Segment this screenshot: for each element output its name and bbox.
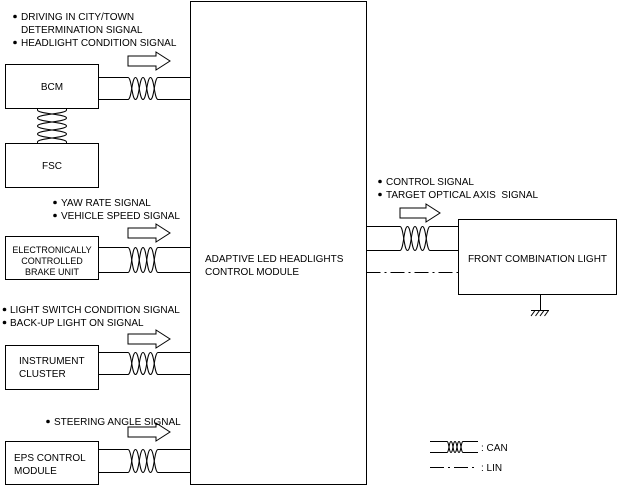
module-label: FSC	[42, 161, 62, 172]
legend-can-label: : CAN	[481, 443, 508, 454]
module-box	[5, 143, 99, 188]
legend-can-symbol	[430, 440, 478, 454]
module-label: ADAPTIVE LED HEADLIGHTS	[205, 254, 344, 265]
can-wire	[98, 246, 191, 274]
can-wire	[366, 225, 459, 252]
brake-unit-module: ELECTRONICALLY CONTROLLED BRAKE UNIT	[5, 236, 99, 280]
ground-hatch	[544, 310, 549, 317]
signal-label: DRIVING IN CITY/TOWN	[21, 12, 134, 23]
can-wire	[36, 108, 68, 144]
signal-list-instrument-cluster: LIGHT SWITCH CONDITION SIGNAL BACK-UP LI…	[2, 305, 180, 329]
module-label: BCM	[41, 82, 63, 93]
module-box	[5, 64, 99, 109]
signal-label: YAW RATE SIGNAL	[61, 198, 151, 209]
bullet-icon	[53, 200, 57, 205]
can-wire	[98, 76, 191, 101]
module-label: FRONT COMBINATION LIGHT	[468, 254, 607, 265]
can-wire	[430, 440, 478, 454]
can-wire	[98, 351, 191, 376]
can-wire	[36, 108, 68, 144]
signal-label: CONTROL SIGNAL	[386, 177, 474, 188]
can-wire	[98, 448, 191, 474]
module-label: CONTROL MODULE	[205, 267, 299, 278]
signal-direction-arrow	[127, 223, 171, 243]
signal-label: BACK-UP LIGHT ON SIGNAL	[10, 318, 144, 329]
signal-label: HEADLIGHT CONDITION SIGNAL	[21, 38, 177, 49]
module-label: MODULE	[14, 466, 57, 477]
ground-hatch	[539, 310, 545, 317]
module-box	[5, 441, 99, 485]
bullet-icon	[13, 14, 17, 19]
signal-list-bcm: DRIVING IN CITY/TOWN DETERMINATION SIGNA…	[13, 12, 177, 49]
signal-list-front-light: CONTROL SIGNAL TARGET OPTICAL AXIS SIGNA…	[378, 177, 539, 201]
signal-list-eps: STEERING ANGLE SIGNAL	[46, 417, 181, 428]
signal-label: DETERMINATION SIGNAL	[21, 25, 143, 36]
signal-direction-arrow	[399, 203, 441, 223]
signal-direction-arrow	[127, 51, 171, 71]
signal-label: LIGHT SWITCH CONDITION SIGNAL	[10, 305, 180, 316]
ground-icon	[530, 294, 549, 317]
can-twisted-pair-front-light	[366, 225, 459, 252]
bullet-icon	[378, 192, 382, 197]
signal-direction-arrow	[127, 422, 171, 442]
module-label: BRAKE UNIT	[25, 267, 80, 277]
front-combination-light: FRONT COMBINATION LIGHT	[458, 219, 617, 295]
can-twisted-pair-instrument-cluster	[98, 351, 191, 376]
signal-label: TARGET OPTICAL AXIS SIGNAL	[386, 190, 539, 201]
can-wire	[430, 440, 478, 454]
bullet-icon	[53, 213, 57, 218]
bullet-icon	[2, 307, 7, 312]
bullet-icon	[2, 320, 7, 325]
bullet-icon	[46, 419, 50, 424]
module-label: ELECTRONICALLY	[12, 245, 91, 255]
module-label: INSTRUMENT	[19, 356, 85, 367]
can-wire	[366, 225, 459, 252]
module-box	[5, 236, 99, 280]
legend-lin-label: : LIN	[481, 463, 502, 474]
module-box	[5, 345, 99, 390]
can-twisted-pair-eps	[98, 448, 191, 474]
can-twisted-pair-bcm-fsc	[36, 108, 68, 144]
signal-direction-arrow	[127, 329, 171, 349]
can-twisted-pair-bcm	[98, 76, 191, 101]
can-wire	[98, 448, 191, 474]
module-label: CLUSTER	[19, 369, 66, 380]
bullet-icon	[13, 40, 17, 45]
signal-label: STEERING ANGLE SIGNAL	[54, 417, 181, 428]
module-label: CONTROLLED	[21, 256, 83, 266]
legend: : CAN : LIN	[430, 440, 508, 474]
can-wire	[98, 351, 191, 376]
signal-list-brake-unit: YAW RATE SIGNAL VEHICLE SPEED SIGNAL	[53, 198, 180, 222]
module-box	[190, 1, 367, 485]
bcm-module: BCM	[5, 64, 99, 109]
module-label: EPS CONTROL	[14, 453, 86, 464]
instrument-cluster-module: INSTRUMENT CLUSTER	[5, 345, 99, 390]
adaptive-led-headlights-control-module: ADAPTIVE LED HEADLIGHTS CONTROL MODULE	[190, 1, 367, 485]
can-wire	[98, 76, 191, 101]
fsc-module: FSC	[5, 143, 99, 188]
eps-control-module: EPS CONTROL MODULE	[5, 441, 99, 485]
ground-hatch	[530, 310, 536, 317]
bullet-icon	[378, 179, 382, 184]
can-twisted-pair-brake-unit	[98, 246, 191, 274]
ground-hatch	[535, 310, 540, 317]
can-wire	[98, 246, 191, 274]
module-box	[458, 219, 617, 295]
signal-label: VEHICLE SPEED SIGNAL	[61, 211, 180, 222]
